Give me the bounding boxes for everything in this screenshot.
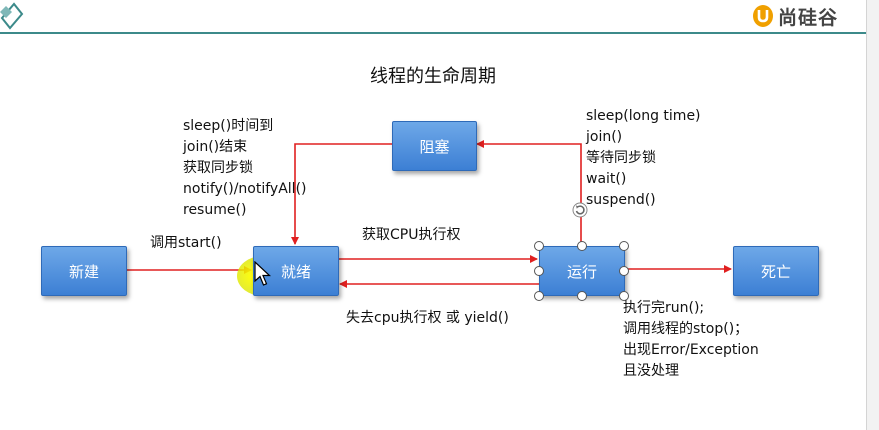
state-dead[interactable]: 死亡 xyxy=(733,246,819,296)
selection-handle[interactable] xyxy=(619,241,629,251)
slide-header xyxy=(0,0,879,33)
selection-handle[interactable] xyxy=(619,266,629,276)
label-start: 调用start() xyxy=(150,235,222,251)
terminate-condition: 调用线程的stop()； xyxy=(623,321,749,337)
label-terminate-conditions: 执行完run(); 调用线程的stop()； 出现Error/Exception… xyxy=(623,298,759,382)
arrow-running-to-blocked xyxy=(476,140,582,245)
terminate-condition: 且没处理 xyxy=(623,363,679,379)
state-running[interactable]: 运行 xyxy=(539,246,625,296)
state-blocked[interactable]: 阻塞 xyxy=(392,121,477,171)
window-edge xyxy=(866,0,879,430)
logo-u-icon xyxy=(753,5,773,27)
block-condition: sleep(long time) xyxy=(586,108,701,124)
terminate-condition: 执行完run(); xyxy=(623,300,705,316)
label-block-conditions: sleep(long time) join() 等待同步锁 wait() sus… xyxy=(586,106,701,211)
selection-handle[interactable] xyxy=(619,291,629,301)
rotate-handle-icon[interactable] xyxy=(572,202,588,218)
unblock-condition: resume() xyxy=(183,202,247,218)
terminate-condition: 出现Error/Exception xyxy=(623,342,759,358)
block-condition: join() xyxy=(586,129,623,145)
selection-handle[interactable] xyxy=(534,241,544,251)
selection-handle[interactable] xyxy=(577,291,587,301)
unblock-condition: join()结束 xyxy=(183,139,248,155)
arrow-blocked-to-ready xyxy=(291,143,392,245)
unblock-condition: sleep()时间到 xyxy=(183,118,274,134)
corner-diamond-icon xyxy=(0,2,24,30)
brand-logo: 尚硅谷 xyxy=(752,2,838,30)
state-ready[interactable]: 就绪 xyxy=(253,246,339,296)
selection-handle[interactable] xyxy=(577,241,587,251)
label-acquire-cpu: 获取CPU执行权 xyxy=(362,227,461,243)
label-lose-cpu: 失去cpu执行权 或 yield() xyxy=(346,310,509,326)
block-condition: suspend() xyxy=(586,192,656,208)
logo-text: 尚硅谷 xyxy=(778,6,839,29)
mouse-cursor-icon xyxy=(254,261,272,286)
unblock-condition: 获取同步锁 xyxy=(183,160,253,176)
label-unblock-conditions: sleep()时间到 join()结束 获取同步锁 notify()/notif… xyxy=(183,116,307,221)
selection-handle[interactable] xyxy=(534,266,544,276)
diagram-title: 线程的生命周期 xyxy=(370,66,496,87)
block-condition: 等待同步锁 xyxy=(586,150,656,166)
state-new[interactable]: 新建 xyxy=(41,246,127,296)
selection-handle[interactable] xyxy=(534,291,544,301)
unblock-condition: notify()/notifyAll() xyxy=(183,181,307,197)
block-condition: wait() xyxy=(586,171,627,187)
header-divider xyxy=(0,32,866,34)
